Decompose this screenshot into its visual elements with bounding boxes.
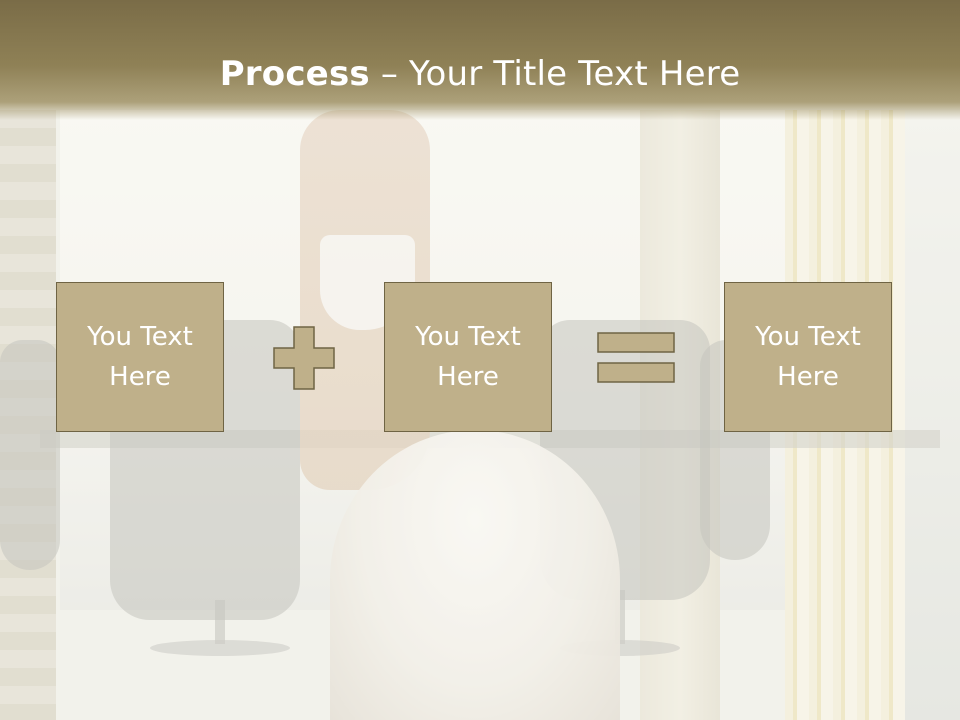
- background-window-right: [905, 110, 960, 720]
- background-chair: [0, 340, 60, 570]
- slide-title-rest: – Your Title Text Here: [369, 54, 741, 94]
- process-box-3-text: You Text Here: [755, 322, 861, 392]
- background-chair-stem: [615, 590, 625, 644]
- background-fur: [330, 430, 620, 720]
- background-chair-stem: [215, 600, 225, 644]
- equals-icon: [597, 332, 675, 383]
- title-bar: [0, 0, 960, 120]
- slide-title[interactable]: Process – Your Title Text Here: [0, 52, 960, 96]
- background-chair-base: [150, 640, 290, 656]
- process-box-1-text: You Text Here: [87, 322, 193, 392]
- slide-title-bold: Process: [219, 54, 370, 94]
- process-box-2-text: You Text Here: [415, 322, 521, 392]
- process-box-1[interactable]: You Text Here: [56, 282, 224, 432]
- process-box-3[interactable]: You Text Here: [724, 282, 892, 432]
- plus-icon: [273, 326, 335, 390]
- process-box-2[interactable]: You Text Here: [384, 282, 552, 432]
